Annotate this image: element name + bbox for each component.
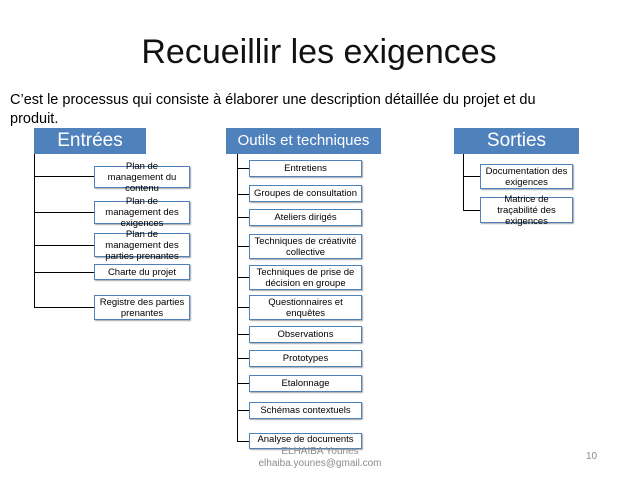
tools-branch-line: [237, 168, 249, 169]
tools-branch-line: [237, 307, 249, 308]
inputs-branch-line: [34, 272, 94, 273]
tool-box: Prototypes: [249, 350, 362, 367]
output-box: Matrice de traçabilité des exigences: [480, 194, 573, 227]
tools-branch-line: [237, 277, 249, 278]
outputs-header: Sorties: [454, 128, 579, 154]
tool-box: Questionnaires et enquêtes: [249, 295, 362, 320]
tools-branch-line: [237, 217, 249, 218]
inputs-branch-line: [34, 212, 94, 213]
input-box: Plan de management des exigences: [94, 196, 190, 229]
tool-box: Techniques de prise de décision en group…: [249, 265, 362, 290]
tool-box: Schémas contextuels: [249, 402, 362, 419]
tools-branch-line: [237, 334, 249, 335]
inputs-branch-line: [34, 245, 94, 246]
input-box: Plan de management des parties prenantes: [94, 229, 190, 262]
input-box: Charte du projet: [94, 264, 190, 280]
tools-branch-line: [237, 358, 249, 359]
outputs-trunk-line: [463, 154, 464, 211]
tools-branch-line: [237, 441, 249, 442]
output-box: Documentation des exigences: [480, 164, 573, 189]
slide-title: Recueillir les exigences: [141, 33, 497, 71]
inputs-branch-line: [34, 307, 94, 308]
tools-branch-line: [237, 246, 249, 247]
slide-subtitle: C’est le processus qui consiste à élabor…: [10, 92, 536, 127]
inputs-branch-line: [34, 176, 94, 177]
tool-box: Ateliers dirigés: [249, 209, 362, 226]
input-box: Plan de management du contenu: [94, 161, 190, 194]
input-box: Registre des parties prenantes: [94, 295, 190, 320]
tool-box: Observations: [249, 326, 362, 343]
inputs-trunk-line: [34, 154, 35, 307]
tool-box: Entretiens: [249, 160, 362, 177]
tools-branch-line: [237, 410, 249, 411]
tool-box: Etalonnage: [249, 375, 362, 392]
tools-branch-line: [237, 383, 249, 384]
tool-box: Analyse de documents: [249, 433, 362, 449]
outputs-branch-line: [463, 210, 480, 211]
footer-email: elhaiba.younes@gmail.com: [258, 458, 382, 469]
outputs-branch-line: [463, 176, 480, 177]
tool-box: Groupes de consultation: [249, 185, 362, 202]
tools-trunk-line: [237, 154, 238, 442]
tool-box: Techniques de créativité collective: [249, 234, 362, 259]
footer-author: ELHAIBA Younes: [281, 446, 359, 457]
tools-branch-line: [237, 194, 249, 195]
tools-header: Outils et techniques: [226, 128, 381, 154]
inputs-header: Entrées: [34, 128, 146, 154]
page-number: 10: [586, 451, 598, 462]
